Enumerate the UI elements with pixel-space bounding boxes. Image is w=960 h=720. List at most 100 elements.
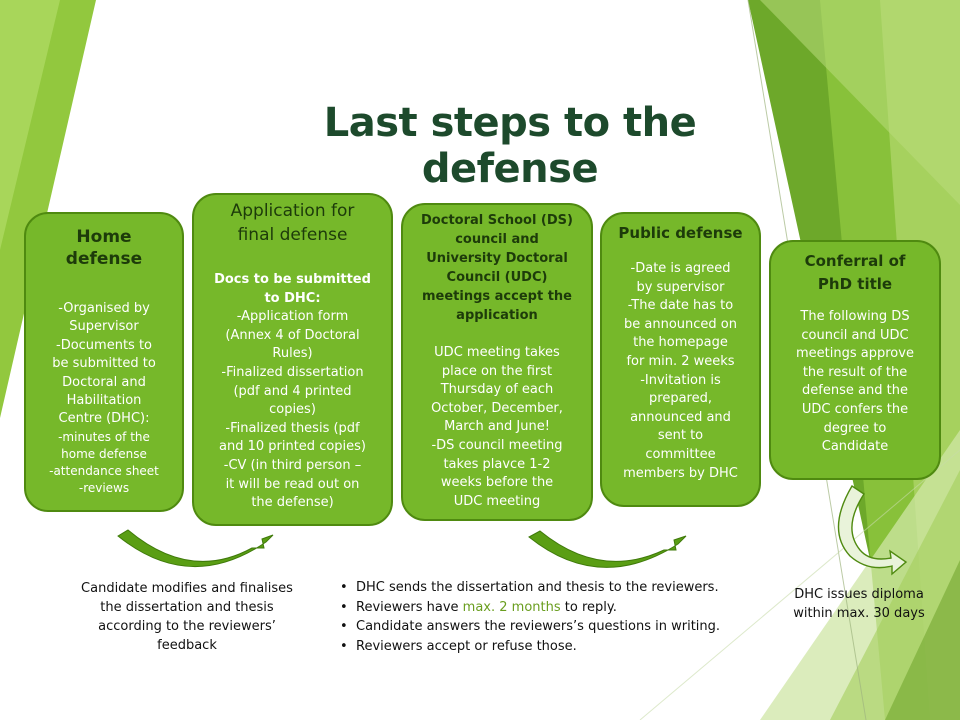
step-title-line: Doctoral School (DS): [421, 213, 573, 228]
step-body-line: UDC meeting takes: [434, 345, 560, 360]
step-application: Application for final defense Docs to be…: [192, 193, 393, 526]
step-body-line: UDC meeting: [453, 493, 541, 509]
step-body-line: -The date has to: [627, 298, 734, 314]
bullet-item: •Reviewers accept or refuse those.: [336, 637, 776, 657]
step-body-line: copies): [269, 402, 316, 418]
step-body-line: the homepage: [633, 335, 728, 351]
step-title-line: Public defense: [618, 224, 743, 242]
bullet-text: to reply.: [560, 599, 617, 615]
step-title-line: University Doctoral: [426, 251, 568, 266]
step-title-line: meetings accept the: [421, 289, 572, 304]
step-body-line: (Annex 4 of Doctoral: [225, 327, 360, 343]
bullet-icon: •: [340, 638, 348, 654]
step-body-line: for min. 2 weeks: [626, 353, 735, 369]
step-body-line: -Finalized dissertation: [221, 364, 364, 380]
step-body-line: -CV (in third person –: [223, 457, 362, 473]
note-line: within max. 30 days: [793, 606, 925, 621]
step-body-line: the defense): [251, 495, 334, 511]
step-body-line: -DS council meeting: [431, 437, 563, 453]
deadline-highlight: max. 2 months: [462, 599, 561, 615]
step-body-line: Rules): [272, 346, 313, 362]
bullet-icon: •: [340, 599, 348, 615]
note-line: according to the reviewers’: [98, 619, 276, 634]
thin-diagonal-line-2: [639, 449, 960, 720]
bullet-text: Candidate answers the reviewers’s questi…: [356, 619, 721, 634]
step-body-line: March and June!: [444, 419, 550, 435]
step-body-line: announced and: [630, 409, 731, 425]
curved-down-arrow-icon: [837, 485, 908, 576]
bullet-item: • DHC sends the dissertation and thesis t…: [336, 578, 776, 598]
step-body-line: home defense: [61, 446, 147, 461]
step-body-line: (pdf and 4 printed: [233, 383, 352, 399]
step-title-line: Conferral of: [804, 252, 906, 270]
step-body: UDC meeting takes place on the first Thu…: [407, 344, 587, 511]
step-body-line: Thursday of each: [440, 382, 554, 398]
note-candidate-modifies: Candidate modifies and finalises the dis…: [60, 579, 314, 655]
step-title: Application for final defense: [200, 199, 385, 247]
step-body-line: prepared,: [649, 391, 712, 407]
step-body-line: -Finalized thesis (pdf: [225, 420, 360, 436]
step-title-line: Home: [76, 227, 132, 247]
step-title-line: PhD title: [817, 275, 893, 293]
step-body-line: to DHC:: [264, 290, 321, 306]
bullet-icon: •: [340, 619, 348, 634]
step-title: Public defense: [606, 222, 755, 244]
step-body: Docs to be submitted to DHC: -Applicatio…: [200, 271, 385, 513]
step-title-line: application: [456, 308, 538, 323]
step-body-line: -attendance sheet: [49, 463, 159, 478]
step-body: -Date is agreed by supervisor -The date …: [606, 260, 755, 483]
step-council-approval: Doctoral School (DS) council and Univers…: [401, 203, 593, 521]
step-public-defense: Public defense -Date is agreed by superv…: [600, 212, 761, 507]
step-body-line: -Application form: [236, 309, 349, 325]
step-body-line: be announced on: [624, 316, 737, 332]
step-body-line: committee: [645, 446, 716, 462]
note-line: the dissertation and thesis: [100, 600, 274, 615]
step-conferral: Conferral of PhD title The following DS …: [769, 240, 941, 480]
step-title-line: Council (UDC): [446, 270, 548, 285]
step-home-defense: Home defense -Organised by Supervisor -D…: [24, 212, 184, 512]
bullet-text: DHC sends the dissertation and thesis to…: [356, 580, 719, 595]
note-line: DHC issues diploma: [794, 587, 924, 602]
reviewers-bullet-list: • DHC sends the dissertation and thesis t…: [336, 578, 776, 656]
step-body-line: sent to: [657, 428, 704, 444]
step-body-line: takes plavce 1-2: [443, 456, 551, 472]
note-diploma: DHC issues diploma within max. 30 days: [774, 585, 944, 623]
step-body-line: the result of the: [802, 364, 908, 380]
step-body-line: -Invitation is: [640, 372, 721, 388]
slide-title: Last steps to the defense: [323, 100, 697, 192]
step-title-line: Application for: [230, 201, 355, 221]
bottom-right-dark-sliver: [885, 560, 960, 720]
note-line: Candidate modifies and finalises: [81, 581, 293, 596]
step-body-line: Habilitation: [66, 393, 142, 409]
step-body-line: -Documents to: [56, 337, 152, 353]
step-body-line: degree to: [823, 420, 887, 436]
step-body-line: Supervisor: [69, 319, 139, 335]
step-title-line: final defense: [237, 225, 348, 245]
step-body: -Organised by Supervisor -Documents to b…: [32, 300, 176, 497]
step-body-line: The following DS: [800, 309, 910, 324]
curved-arrow-icon: [528, 530, 687, 568]
curved-arrow-icon: [117, 529, 274, 567]
step-body-line: -Date is agreed: [630, 261, 731, 276]
step-body-line: by supervisor: [636, 279, 725, 295]
bullet-text: Reviewers have: [356, 599, 463, 615]
bullet-item: • Candidate answers the reviewers’s quest…: [336, 617, 776, 637]
step-body-line: Doctoral and: [62, 374, 146, 390]
left-green-band-light: [0, 0, 60, 250]
step-body-line: UDC confers the: [801, 401, 909, 417]
step-title-line: defense: [65, 249, 143, 269]
step-body-line: Candidate: [821, 439, 889, 455]
step-body-line: -reviews: [78, 480, 130, 495]
step-body-line: and 10 printed copies): [219, 439, 366, 455]
step-body-line: place on the first: [441, 363, 553, 379]
note-line: feedback: [157, 638, 217, 653]
step-body-line: it will be read out on: [225, 476, 360, 492]
right-light-wedge: [760, 0, 960, 205]
step-title: Conferral of PhD title: [777, 250, 933, 296]
step-body-line: council and UDC: [801, 327, 909, 343]
step-body-line: Centre (DHC):: [58, 411, 150, 427]
bullet-item: • Reviewers have max. 2 months to reply.: [336, 598, 776, 618]
bullet-icon: •: [340, 580, 348, 595]
